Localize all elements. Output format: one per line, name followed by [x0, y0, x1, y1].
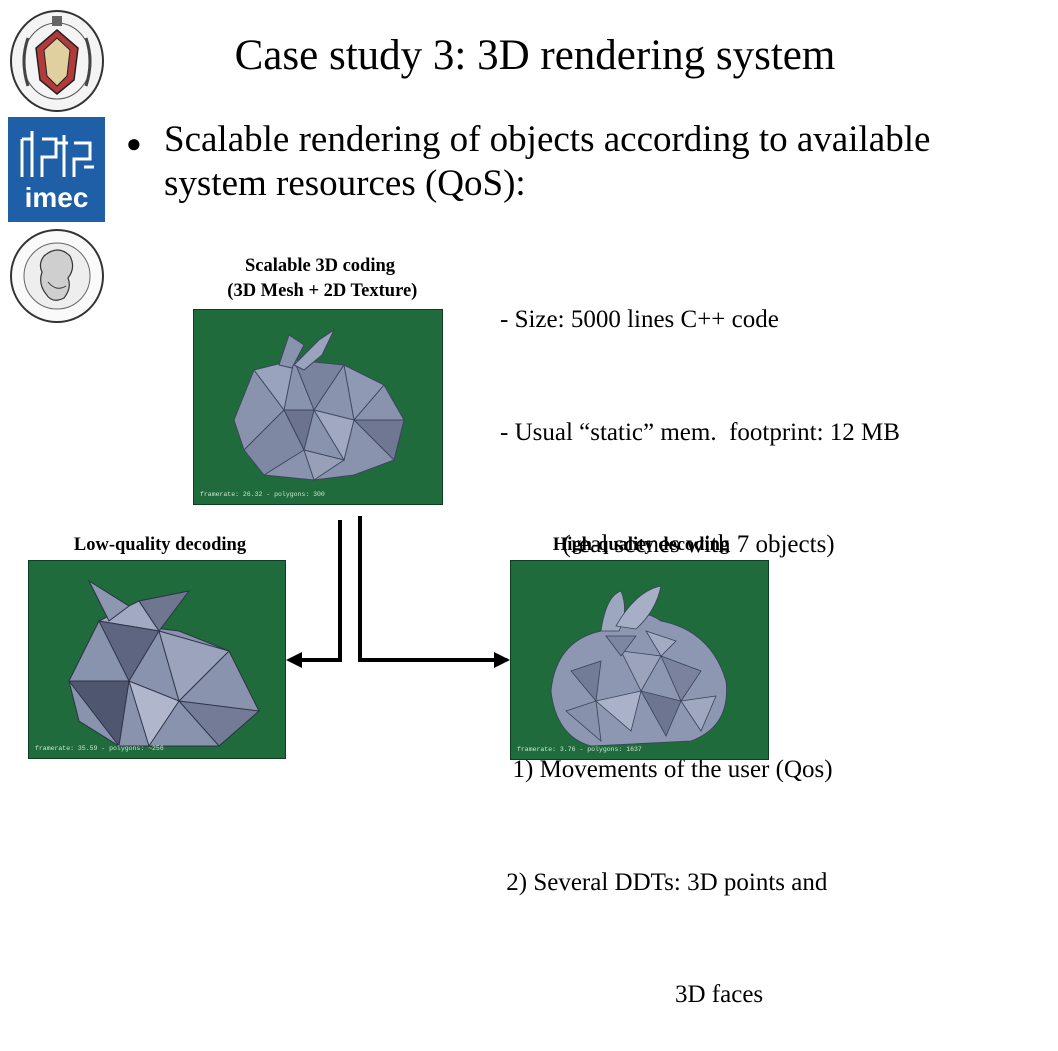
- details-line: 3D faces: [500, 981, 764, 1008]
- university-seal-logo: [8, 8, 106, 114]
- details-line: - Usual “static” mem. footprint: 12 MB: [500, 418, 900, 446]
- bullet-text: Scalable rendering of objects according …: [164, 119, 931, 204]
- low-quality-render-panel: framerate: 35.59 - polygons: ~256: [28, 560, 286, 759]
- high-quality-caption: High-quality decoding: [552, 535, 730, 555]
- framerate-label: framerate: 26.32 - polygons: 300: [200, 491, 325, 498]
- low-quality-caption: Low-quality decoding: [73, 535, 247, 555]
- democritus-university-logo: [8, 226, 106, 326]
- imec-logo-text: imec: [24, 182, 89, 213]
- arrow-head-left-icon: [286, 652, 302, 668]
- scalable-render-panel: framerate: 26.32 - polygons: 300: [193, 309, 443, 505]
- bullet-point-icon: ●: [126, 129, 142, 158]
- scalable-caption: Scalable 3D coding (3D Mesh + 2D Texture…: [227, 256, 418, 301]
- slide-title: Case study 3: 3D rendering system: [234, 32, 836, 79]
- arrow-to-high-quality: [358, 516, 497, 662]
- framerate-label: framerate: 3.76 - polygons: 1637: [517, 746, 642, 753]
- high-quality-render-panel: framerate: 3.76 - polygons: 1637: [510, 560, 769, 760]
- bunny-mesh-icon: [233, 328, 405, 481]
- framerate-label: framerate: 35.59 - polygons: ~256: [35, 745, 164, 752]
- details-line: - Size: 5000 lines C++ code: [500, 306, 779, 333]
- details-line: (real scenes with 7 objects): [500, 531, 835, 558]
- details-line: 1) Movements of the user (Qos): [500, 756, 833, 783]
- details-line: 2) Several DDTs: 3D points and: [500, 868, 828, 896]
- bunny-lowpoly-icon: [67, 579, 261, 748]
- imec-logo: imec: [8, 117, 105, 222]
- bunny-highpoly-icon: [550, 585, 727, 747]
- arrow-to-low-quality: [300, 520, 342, 662]
